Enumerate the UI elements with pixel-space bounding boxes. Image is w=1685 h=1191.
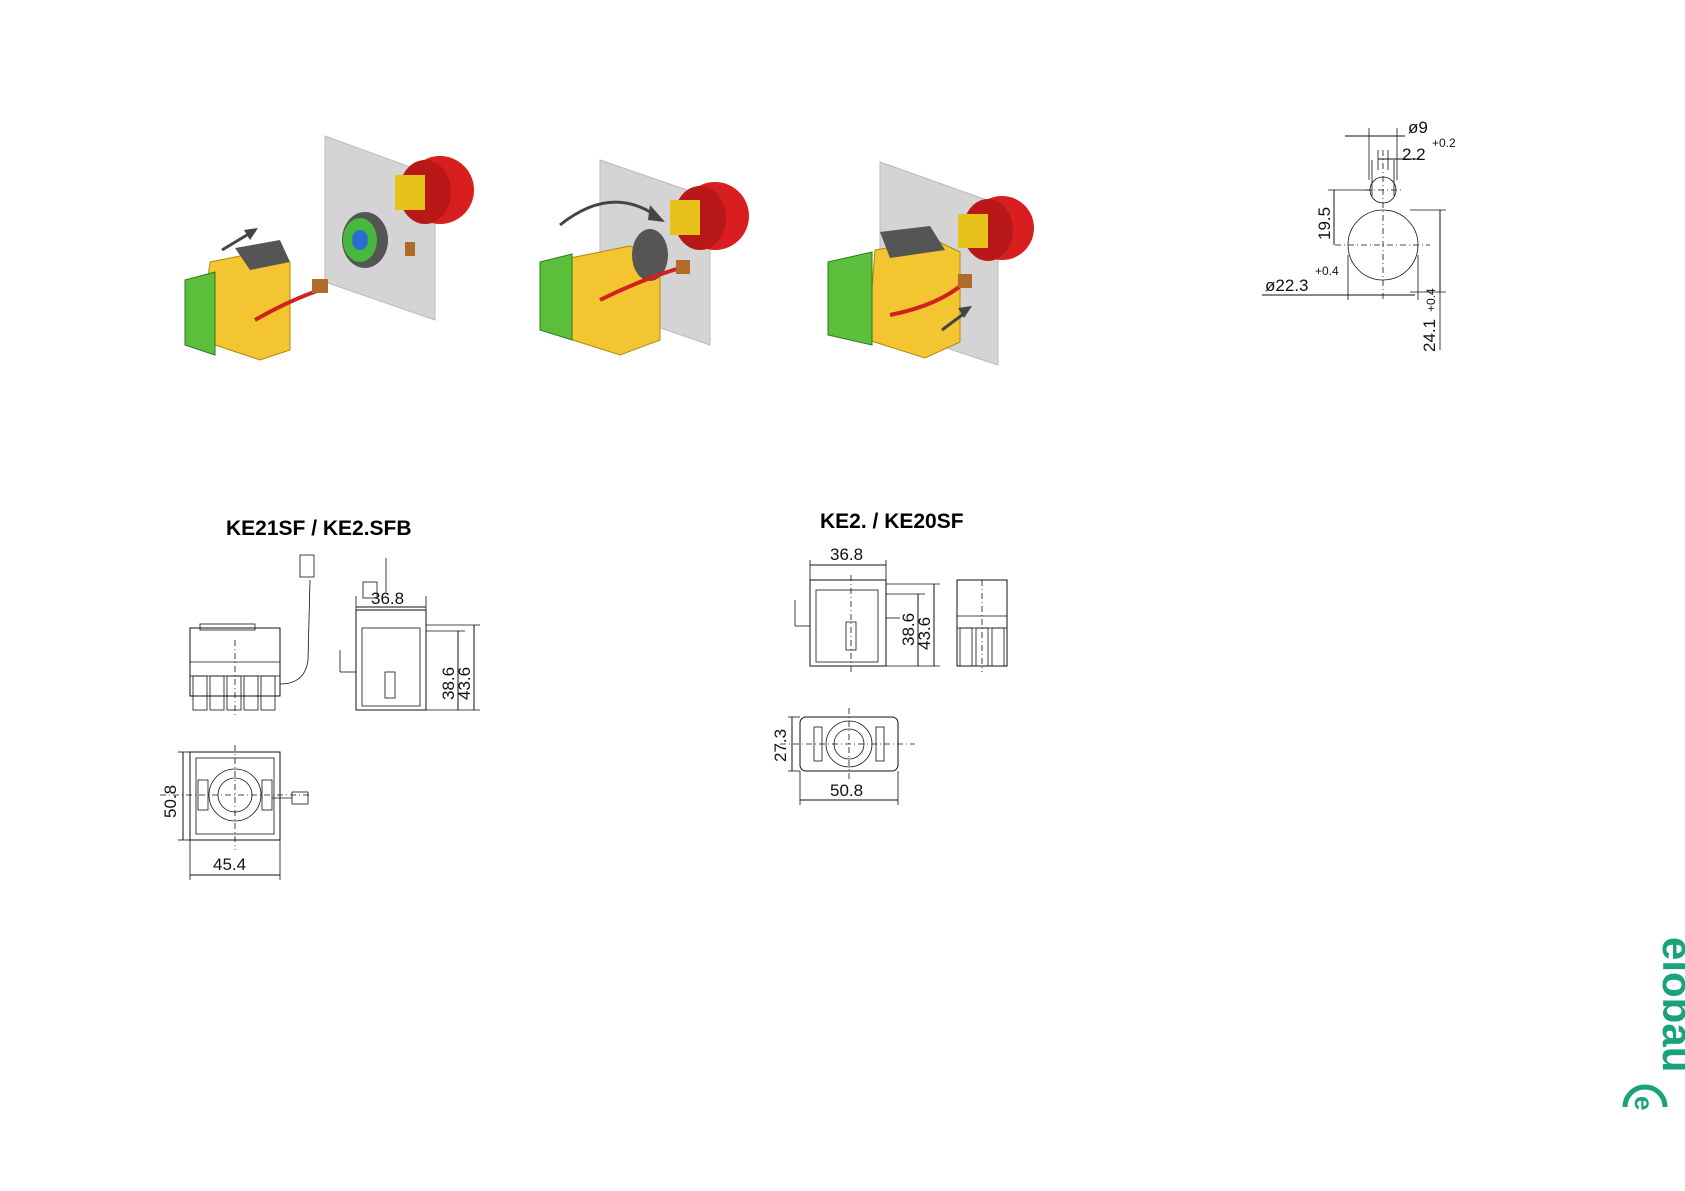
right-depth: 27.3 (771, 729, 790, 762)
right-width-top: 36.8 (830, 545, 863, 564)
svg-text:e: e (1629, 1096, 1659, 1110)
logo-wordmark: elobau (1654, 937, 1685, 1072)
right-width-bottom: 50.8 (830, 781, 863, 800)
elobau-logo: elobau e (1617, 935, 1677, 1135)
right-height-2: 43.6 (915, 617, 934, 650)
